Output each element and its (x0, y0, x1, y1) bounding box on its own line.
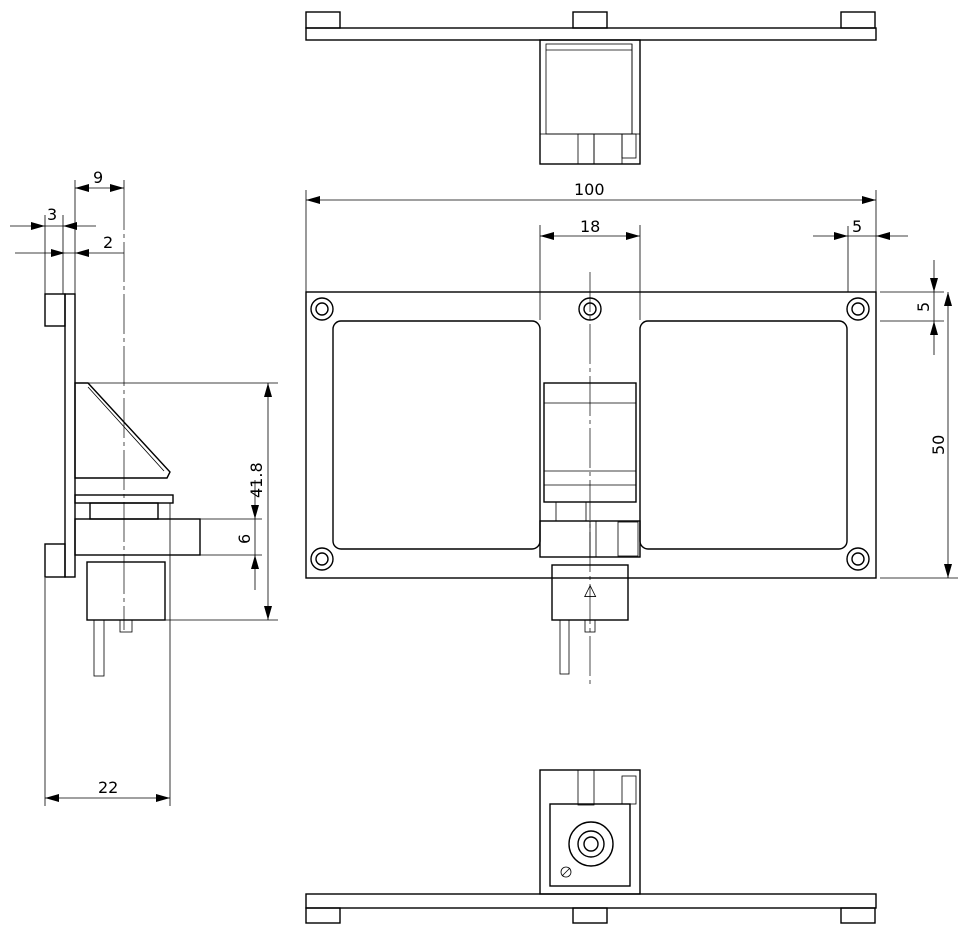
dim-9-label: 9 (93, 168, 103, 187)
top-view (305, 11, 877, 165)
dim-6-label: 6 (235, 534, 254, 544)
mount-hole (310, 547, 334, 571)
front-view: △ (305, 272, 877, 684)
dim-100-label: 100 (574, 180, 605, 199)
dim-22-label: 22 (98, 778, 118, 797)
side-view (44, 190, 201, 677)
triangle-mark: △ (584, 580, 597, 599)
dimensions: 100 18 5 5 50 9 3 (10, 168, 958, 806)
dim-50-label: 50 (929, 435, 948, 455)
dim-41-8-label: 41.8 (247, 462, 266, 498)
bottom-view (305, 769, 877, 924)
dim-3-label: 3 (47, 205, 57, 224)
dim-2-label: 2 (103, 233, 113, 252)
mount-hole (846, 547, 870, 571)
mount-hole (846, 297, 870, 321)
mount-hole (310, 297, 334, 321)
dim-18-label: 18 (580, 217, 600, 236)
dim-5-right-label: 5 (914, 302, 933, 312)
dim-5-top-label: 5 (852, 217, 862, 236)
